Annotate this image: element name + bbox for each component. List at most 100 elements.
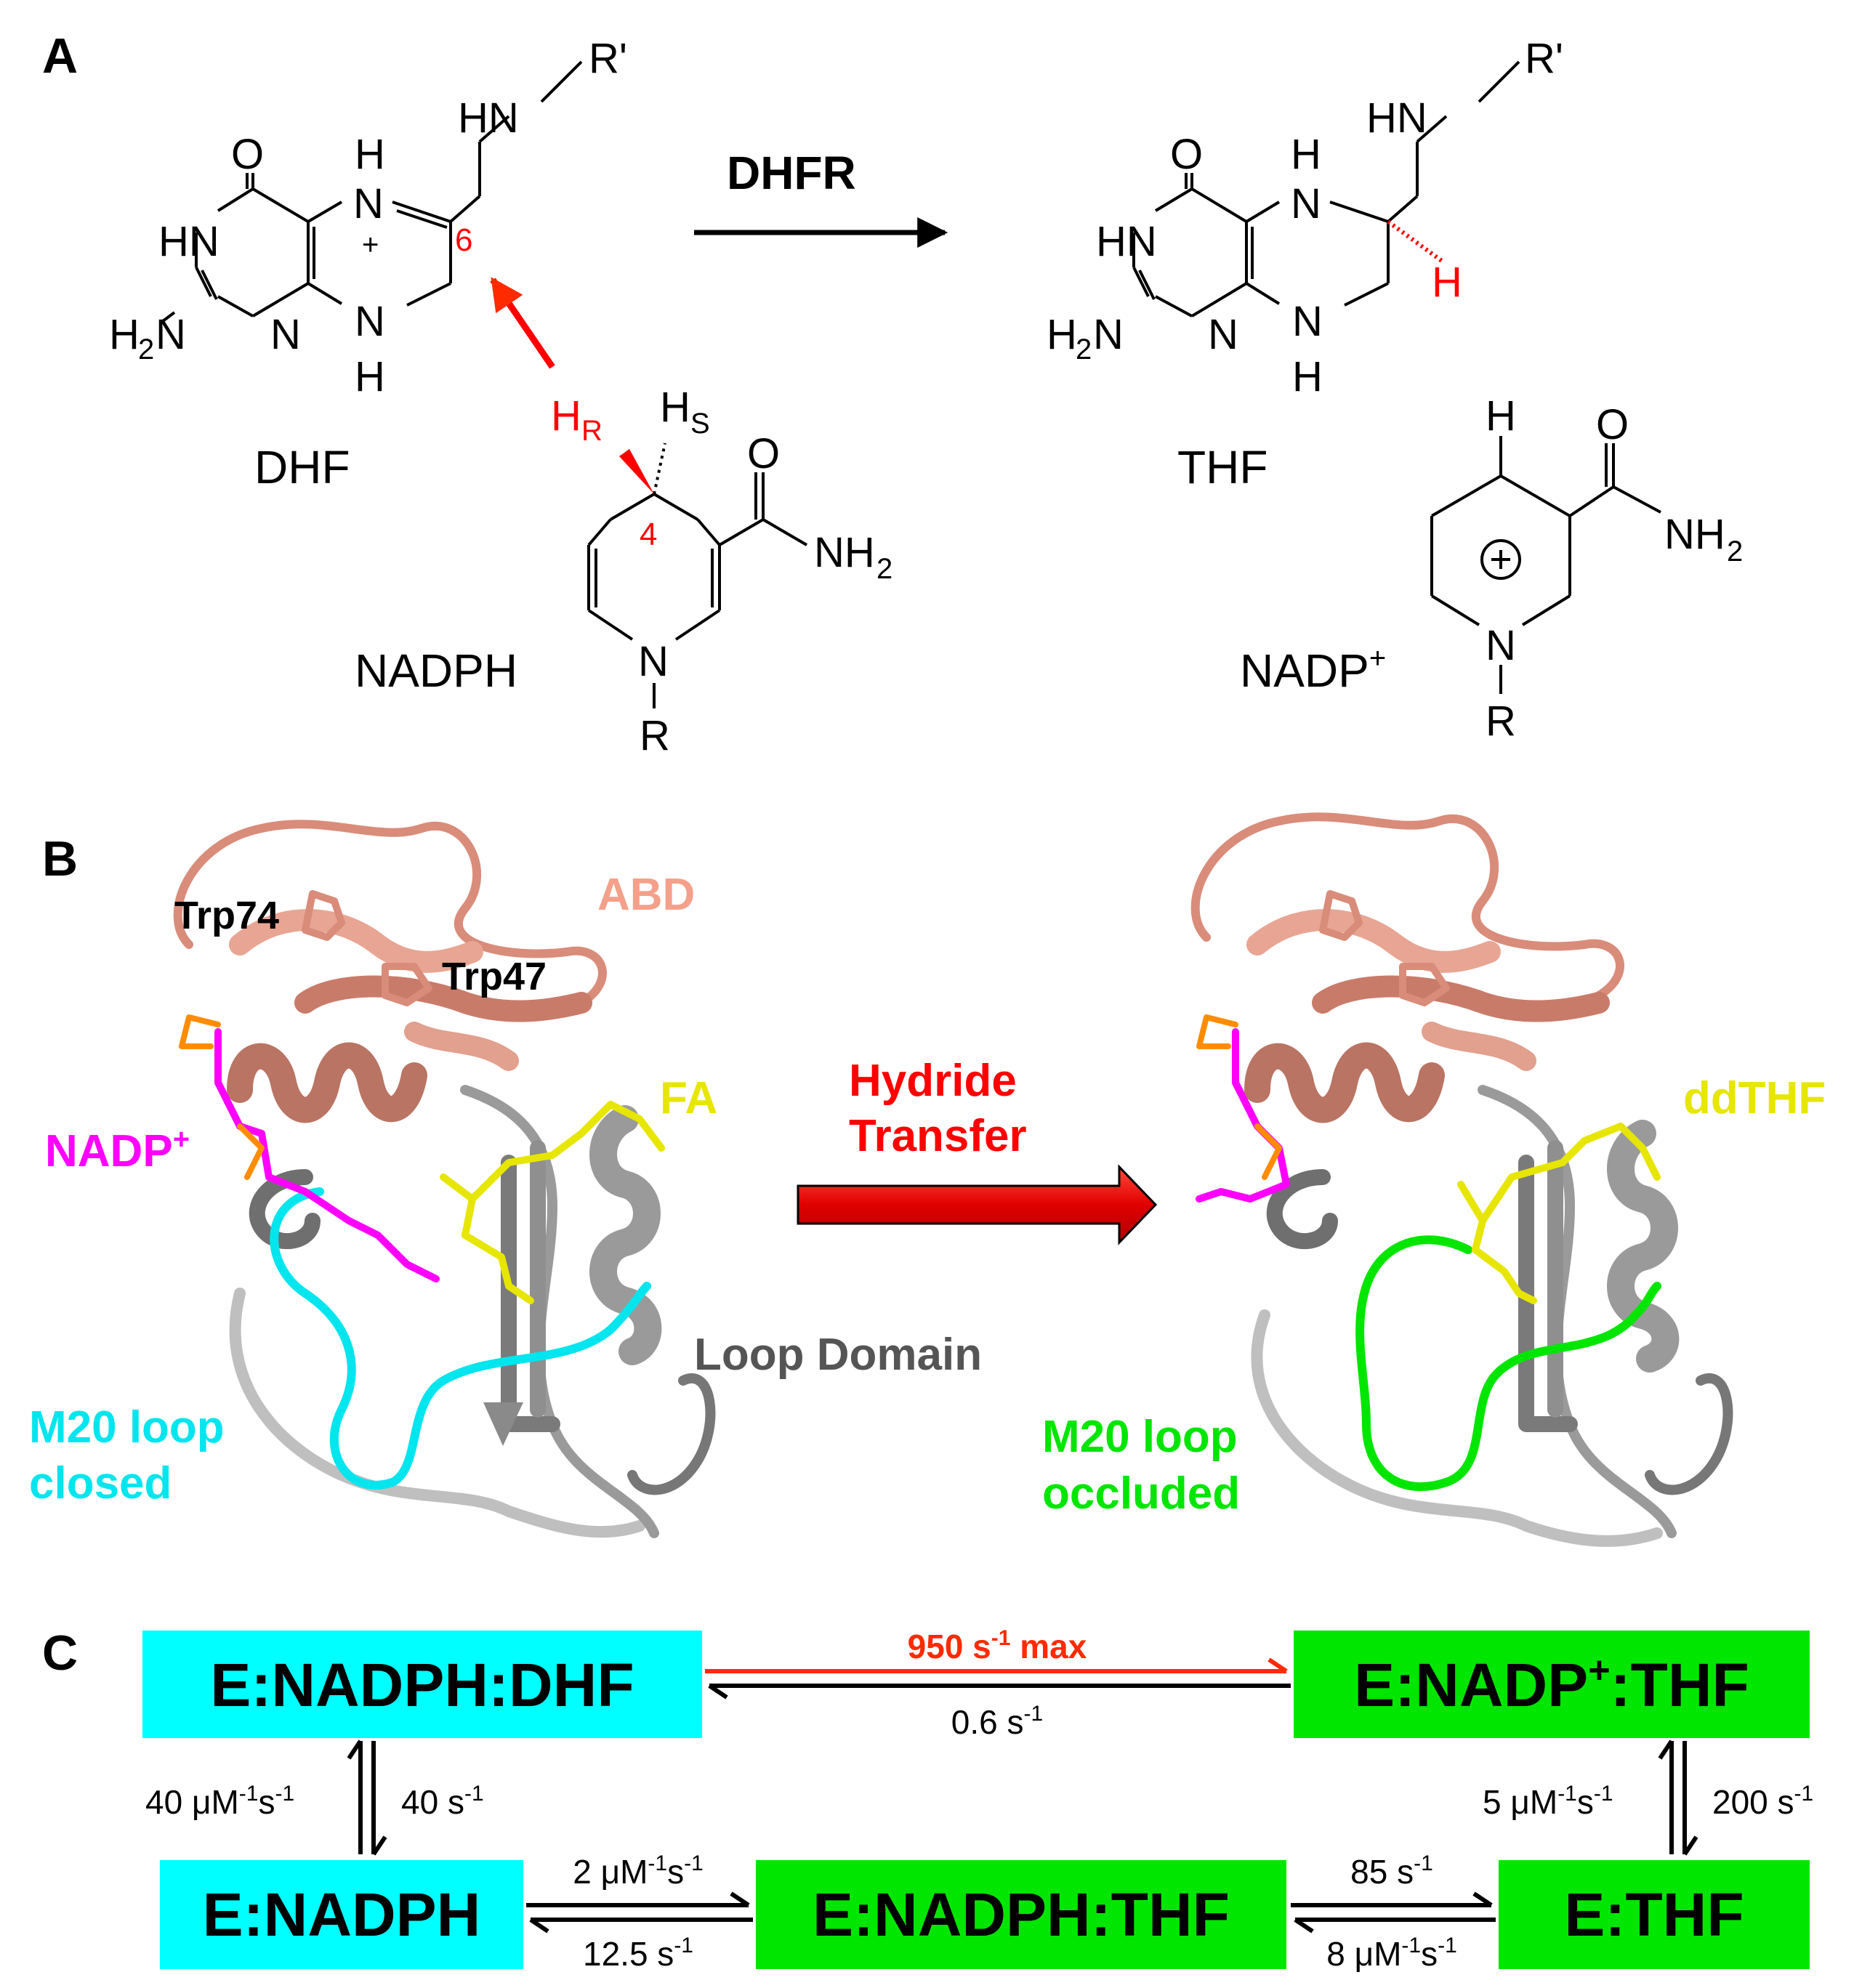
rate-dhf-on-sup1: -1 — [239, 1782, 259, 1806]
rate-nadp-on-value: 5 μM — [1483, 1783, 1557, 1821]
rate-thf-on-value: 2 μM — [573, 1853, 648, 1891]
nadph-atom-hs: H — [660, 384, 690, 431]
trp47-label: Trp47 — [442, 955, 547, 998]
nadp-structure-label: NADP+ — [45, 1123, 190, 1176]
thf-atom-side-hn: HN — [1366, 94, 1427, 142]
nadph-atom-labels: H R H S 4 O NH 2 N R — [551, 384, 892, 759]
m20-closed-line1: M20 loop — [29, 1402, 225, 1452]
rate-thf-on-sup2: -1 — [684, 1851, 704, 1875]
panel-letter-a: A — [42, 28, 78, 84]
nadph-c4-label: 4 — [640, 517, 657, 552]
dhf-atom-r-prime: R' — [589, 35, 627, 82]
rate-thf-on: 2 μM-1s-1 — [573, 1851, 704, 1891]
nadp-atom-o: O — [1596, 401, 1629, 448]
rate-thf-on-mid: s — [667, 1853, 684, 1891]
rate-dhf-on: 40 μM-1s-1 — [145, 1782, 294, 1821]
thf-atom-n-ring: N — [1208, 311, 1238, 358]
thf-atom-nh-bot-h: H — [1292, 353, 1323, 400]
rate-dhf-on-mid: s — [258, 1783, 275, 1821]
rate-dhf-on-sup2: -1 — [275, 1782, 294, 1806]
dhf-side-bonds — [540, 60, 583, 103]
nadp-label: NADP+ — [1240, 642, 1386, 697]
state-nadph-thf: E:NADPH:THF — [813, 1880, 1230, 1949]
nadph-atom-nh2-sub: 2 — [876, 553, 892, 585]
rate-nadph-on-sup2: -1 — [1438, 1934, 1457, 1957]
thf-atom-nh-top-h: H — [1291, 131, 1321, 178]
nadph-atom-o: O — [747, 430, 780, 477]
state-box-thf — [1499, 1860, 1810, 1969]
state-box-nadph-thf — [756, 1860, 1286, 1969]
rate-thf-off-sup: -1 — [674, 1934, 693, 1957]
m20-occluded-line2: occluded — [1042, 1468, 1240, 1519]
dhf-atom-side-hn: HN — [458, 94, 519, 142]
fa-label: FA — [660, 1073, 717, 1123]
nadp-structure-label-sup: + — [173, 1123, 190, 1155]
rate-nadph-off-sup: -1 — [1414, 1851, 1433, 1875]
nadp-atom-nh2-sub: 2 — [1727, 536, 1743, 567]
abd-label: ABD — [597, 870, 695, 920]
hr-wedge — [619, 449, 654, 494]
thf-atom-r-prime: R' — [1525, 35, 1563, 82]
rate-thf-off: 12.5 s-1 — [583, 1934, 693, 1973]
rate-nadph-off: 85 s-1 — [1350, 1851, 1433, 1891]
rate-labels: 950 s-1 max 0.6 s-1 40 μM-1s-1 40 s-1 2 … — [145, 1626, 1813, 1973]
rate-nadph-on: 8 μM-1s-1 — [1326, 1934, 1457, 1973]
loop-domain-label: Loop Domain — [694, 1330, 982, 1380]
thf-atom-o: O — [1170, 131, 1203, 178]
dhf-atom-o: O — [231, 131, 264, 178]
rate-hydride-reverse-sup: -1 — [1024, 1702, 1044, 1726]
m20-closed-line2: closed — [29, 1458, 172, 1508]
thf-atom-h2: H — [1047, 311, 1077, 358]
nadph-structure — [587, 443, 808, 708]
rate-hydride-reverse: 0.6 s-1 — [951, 1702, 1043, 1741]
nadph-atom-hr-sub: R — [581, 415, 602, 447]
thf-label: THF — [1177, 441, 1267, 493]
rate-hydride-forward-tail: max — [1010, 1628, 1087, 1665]
hydride-transfer-arrow — [797, 1164, 1158, 1245]
nadp-atom-r: R — [1486, 698, 1516, 745]
nadp-atom-n: N — [1486, 622, 1516, 669]
dhf-atom-n-ring: N — [270, 311, 301, 358]
dhf-c6-label: 6 — [455, 222, 472, 258]
rate-nadp-off-sup: -1 — [1794, 1782, 1814, 1806]
nadp-structure-label-text: NADP — [45, 1126, 173, 1176]
dhf-atom-nh-bot-h: H — [355, 353, 385, 400]
dhf-atom-nh-top-n: N — [353, 180, 384, 227]
structure-labels-right: ddTHF M20 loop occluded — [1042, 1073, 1826, 1519]
nadp-label-sup: + — [1369, 642, 1386, 674]
thf-atom-n-amine: N — [1093, 311, 1124, 358]
equilibrium-arrows — [347, 1657, 1698, 1934]
rate-nadp-on-sup2: -1 — [1594, 1782, 1613, 1806]
nadp-atom-labels: H O NH 2 N R — [1486, 392, 1743, 745]
rate-dhf-off-value: 40 s — [401, 1783, 464, 1821]
thf-atom-nh-top-n: N — [1291, 180, 1321, 227]
structure-labels-left: Trp74 Trp47 ABD FA NADP+ Loop Domain M20… — [29, 870, 982, 1508]
hydride-transfer-line2: Transfer — [849, 1111, 1027, 1161]
rate-dhf-off: 40 s-1 — [401, 1782, 484, 1821]
rate-nadph-off-value: 85 s — [1350, 1853, 1414, 1891]
dhf-atom-h2-sub: 2 — [138, 334, 154, 365]
state-box-nadph-dhf — [142, 1631, 702, 1738]
rate-nadph-on-sup1: -1 — [1401, 1934, 1421, 1957]
rate-thf-on-sup1: -1 — [648, 1851, 667, 1875]
rate-nadp-off: 200 s-1 — [1712, 1782, 1813, 1821]
hydride-transfer-line1: Hydride — [849, 1056, 1017, 1106]
protein-left — [173, 820, 716, 1538]
rate-thf-off-value: 12.5 s — [583, 1935, 674, 1973]
enzyme-label: DHFR — [727, 147, 856, 199]
thf-atom-nh-bot-n: N — [1292, 298, 1323, 345]
rate-hydride-forward: 950 s-1 max — [908, 1626, 1087, 1665]
rate-hydride-reverse-value: 0.6 s — [951, 1703, 1024, 1741]
nadp-atom-nh2: NH — [1664, 511, 1725, 558]
rate-nadph-on-value: 8 μM — [1326, 1935, 1401, 1973]
dhf-atom-nh-bot-n: N — [355, 298, 385, 345]
rate-nadp-on-sup1: -1 — [1557, 1782, 1577, 1806]
protein-right — [1190, 812, 1733, 1547]
thf-structure — [1132, 60, 1520, 318]
rate-nadp-on-mid: s — [1577, 1783, 1594, 1821]
dhf-atom-plus: + — [362, 229, 379, 261]
rate-dhf-on-value: 40 μM — [145, 1783, 239, 1821]
panel-letter-b: B — [42, 831, 78, 886]
rate-hydride-forward-value: 950 s — [908, 1628, 991, 1665]
rate-hydride-forward-sup: -1 — [991, 1626, 1011, 1650]
